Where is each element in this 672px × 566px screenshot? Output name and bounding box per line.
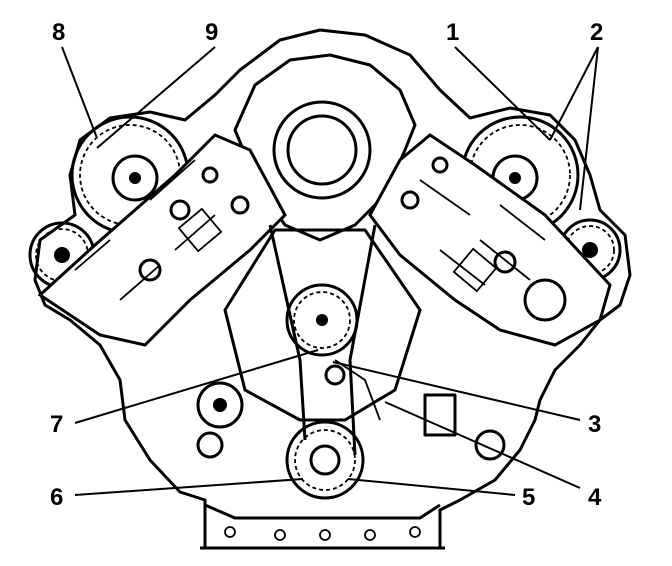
left-head-plate: [37, 133, 287, 347]
right-cam-bolt: [509, 172, 521, 184]
center-sprocket-teeth: [293, 291, 351, 349]
leader-1: [454, 46, 551, 141]
callout-labels: 1 2 3 4 5 6 7 8 9: [50, 19, 603, 511]
right-head-bolt-c: [400, 190, 420, 210]
callout-1: 1: [446, 19, 459, 46]
left-head-detail: [74, 159, 216, 301]
left-chain-guide: [268, 224, 307, 441]
right-head-detail: [419, 179, 546, 286]
callout-6: 6: [50, 484, 63, 511]
pan-bolt-3: [319, 529, 331, 541]
right-head-plate: [368, 133, 612, 347]
leader-4: [384, 401, 581, 489]
callout-2: 2: [590, 19, 603, 46]
leader-9: [96, 46, 216, 149]
left-head-bolt-a: [138, 258, 162, 282]
callout-9: 9: [205, 19, 218, 46]
pan-bolt-2: [274, 529, 286, 541]
left-head-bolt-d: [201, 166, 219, 184]
crank-hub: [309, 444, 341, 476]
leader-3: [332, 361, 581, 421]
lower-left-pulley: [196, 381, 244, 429]
engine-block-outline: [33, 28, 632, 550]
right-idler-bolt: [582, 242, 598, 258]
right-head-bolt-d: [431, 156, 449, 174]
tensioner-arm: [334, 359, 381, 421]
lower-right-boss: [474, 429, 506, 461]
left-idler-bolt: [54, 247, 70, 263]
valley-frame: [223, 228, 422, 422]
right-head-grid: [452, 247, 498, 293]
left-cam-sprocket-hub: [111, 154, 159, 202]
crank-sprocket-teeth: [294, 429, 356, 491]
tensioner-pivot: [324, 364, 346, 386]
callout-3: 3: [588, 411, 601, 438]
leader-6: [74, 478, 304, 496]
right-chain-guide: [348, 224, 377, 456]
leader-5: [347, 478, 516, 496]
pan-bolt-1: [224, 526, 236, 538]
engine-drawing: [28, 28, 632, 550]
leader-8: [61, 46, 98, 139]
callout-8: 8: [52, 19, 65, 46]
timing-cover-top: [233, 53, 417, 242]
oil-pan: [200, 503, 445, 550]
callout-5: 5: [522, 484, 535, 511]
pan-bolt-5: [409, 526, 421, 538]
leader-2a: [549, 46, 599, 141]
cover-port-inner: [286, 114, 358, 186]
callout-7: 7: [50, 411, 63, 438]
right-head-bolt-b: [493, 250, 517, 274]
crank-sprocket: [285, 420, 365, 500]
left-head-bolt-c: [230, 195, 250, 215]
lower-right-bracket: [423, 393, 457, 437]
leader-2b: [579, 46, 599, 211]
callout-4: 4: [588, 484, 602, 511]
left-head-bolt-b: [169, 199, 191, 221]
left-cam-bolt: [129, 172, 141, 184]
leader-7: [74, 349, 319, 424]
center-sprocket-bolt: [316, 314, 328, 326]
right-head-bolt-a: [523, 278, 567, 322]
pan-bolt-4: [364, 529, 376, 541]
leader-lines: [61, 46, 599, 496]
lower-left-bolt: [213, 398, 227, 412]
lower-left-boss: [196, 431, 224, 459]
left-head-grid: [177, 207, 223, 253]
